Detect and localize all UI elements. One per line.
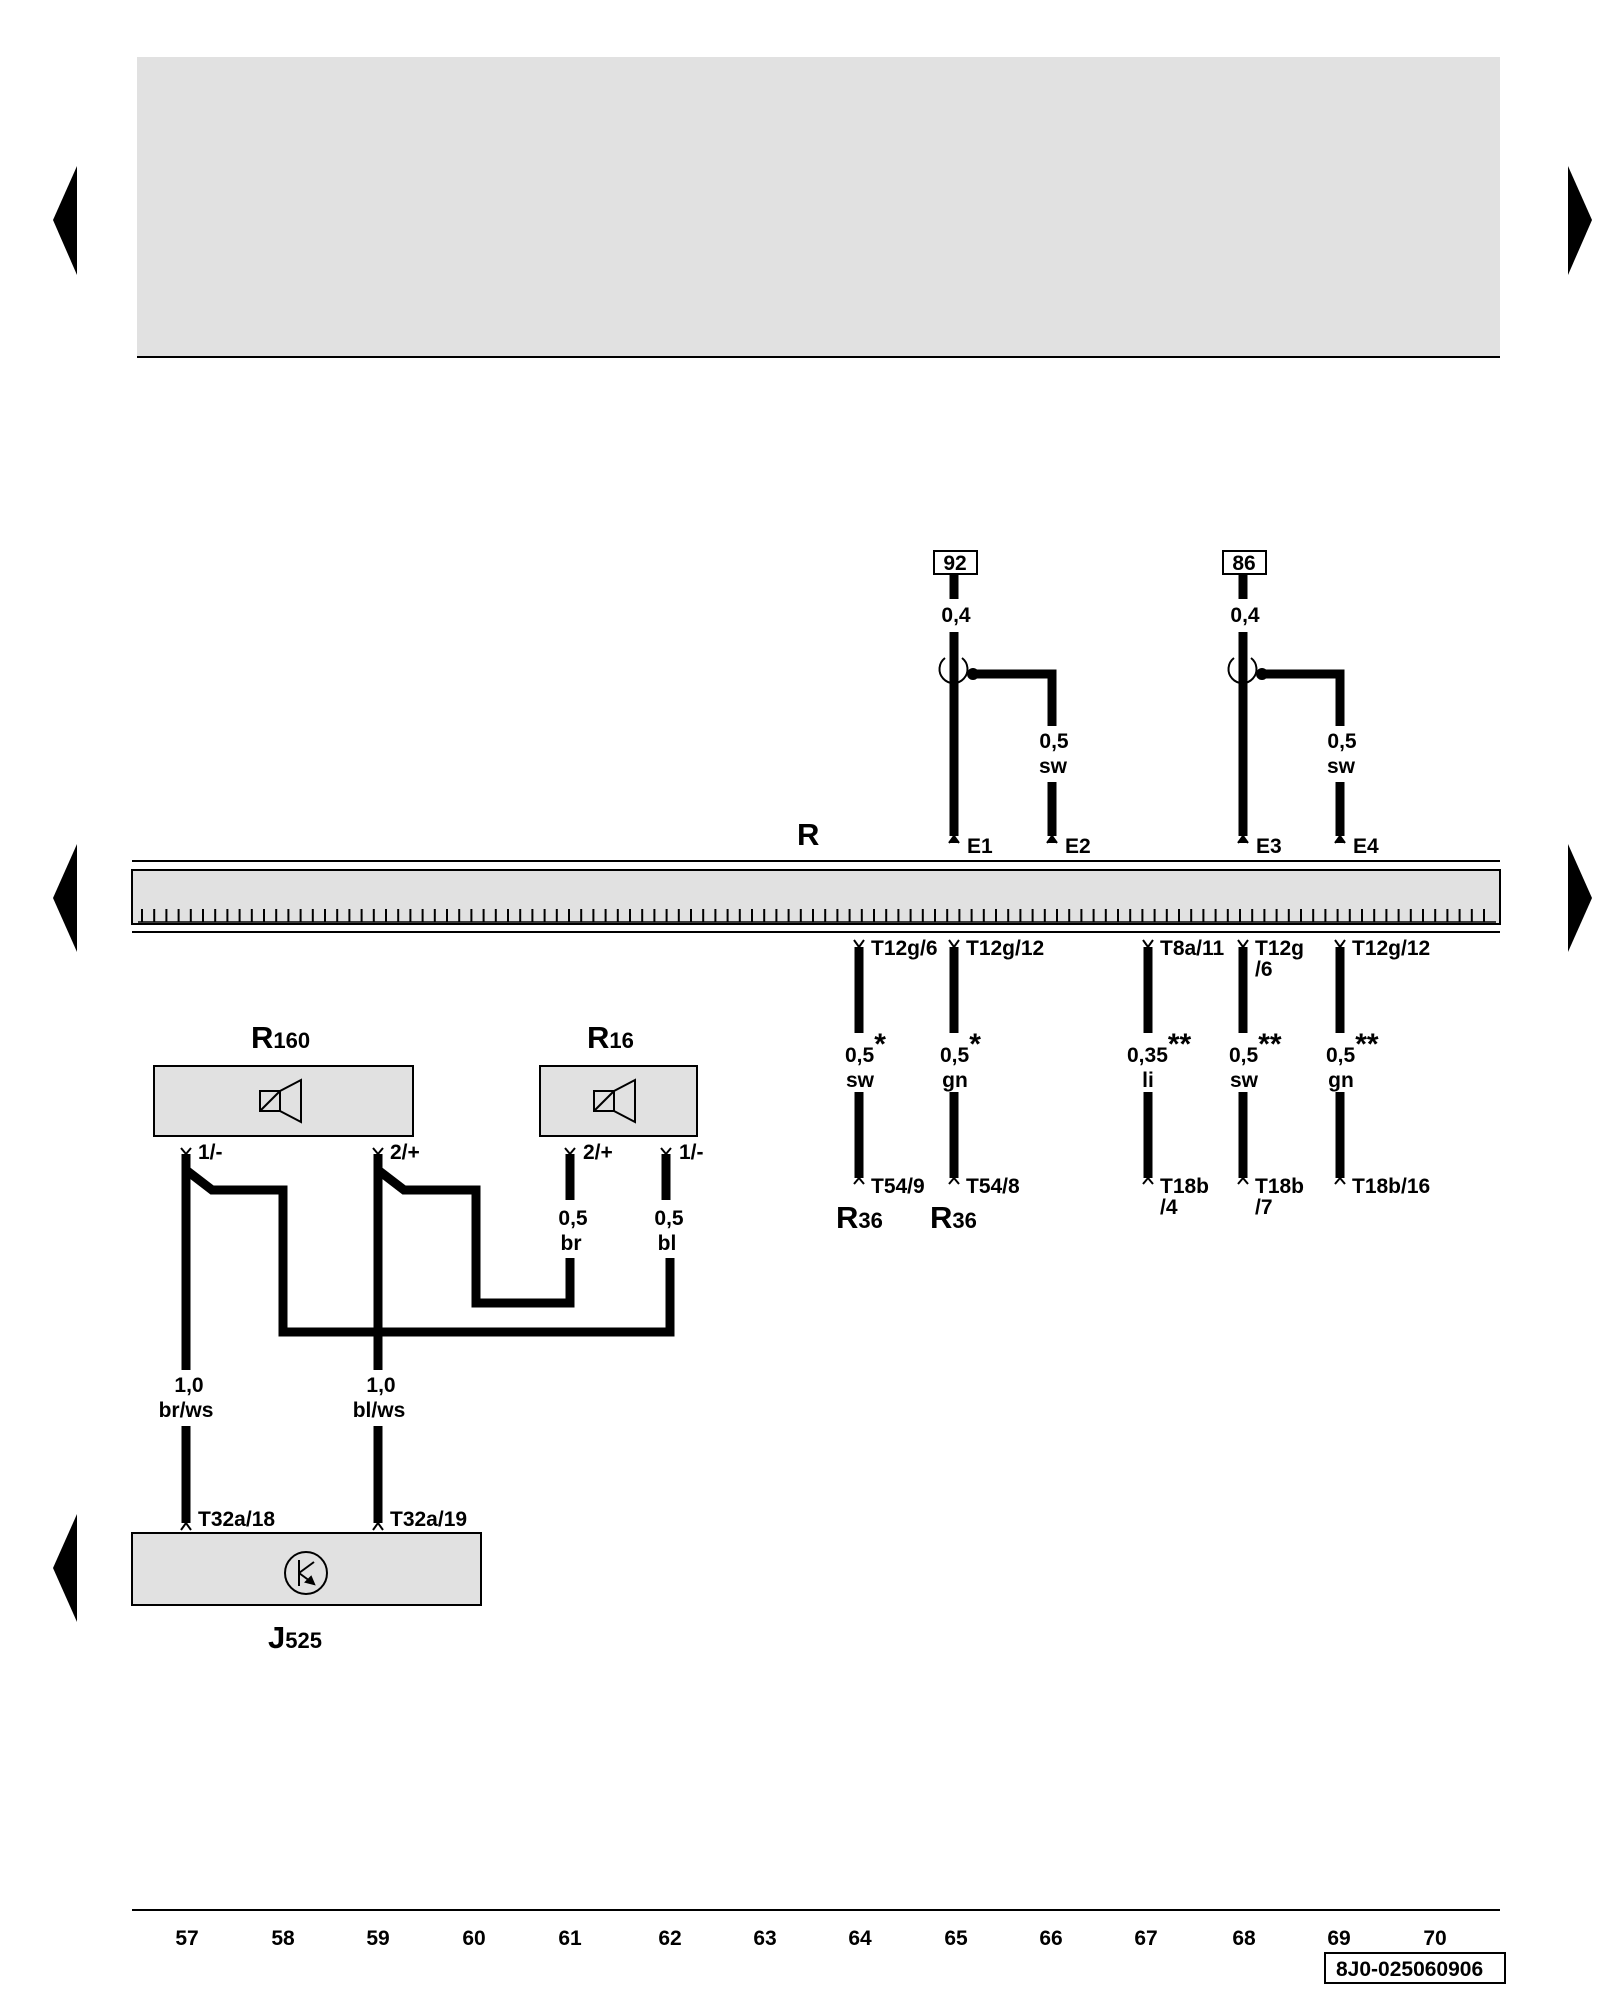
wire-group-86: 86 0,4 0,5 sw — [1222, 550, 1357, 836]
svg-text:57: 57 — [175, 1927, 198, 1950]
doc-code-box — [1324, 1952, 1506, 1984]
nav-arrow-right-top[interactable] — [1568, 166, 1592, 275]
lower-wire-label-4: 0,5** sw — [1229, 1028, 1282, 1092]
lower-wires — [853, 939, 1346, 1185]
shield-symbol-86 — [1227, 657, 1258, 685]
ref-label-86[interactable]: 86 — [1232, 552, 1255, 575]
pin-e3: E3 — [1256, 835, 1282, 858]
pin-e2: E2 — [1065, 835, 1091, 858]
lower-wire-label-3: 0,35** li — [1127, 1028, 1192, 1092]
svg-text:gn: gn — [942, 1069, 968, 1092]
svg-text:gn: gn — [1328, 1069, 1354, 1092]
pin-t32a-18: T32a/18 — [198, 1508, 275, 1531]
speaker-r16-box[interactable] — [539, 1065, 698, 1137]
end-t54-8: T54/8 — [966, 1175, 1020, 1198]
svg-text:0,5**: 0,5** — [1229, 1028, 1282, 1067]
svg-text:0,5**: 0,5** — [1326, 1028, 1379, 1067]
svg-text:62: 62 — [658, 1927, 681, 1950]
wire-size-br: 0,5 — [558, 1207, 588, 1230]
svg-text:sw: sw — [846, 1069, 875, 1092]
pin-t12g-6: T12g/6 — [871, 937, 938, 960]
component-r16-label[interactable]: R16 — [587, 1020, 634, 1055]
ref-box-86[interactable] — [1222, 550, 1267, 575]
shield-symbol-92 — [938, 657, 969, 685]
speaker-wiring — [180, 1147, 675, 1531]
wire-size-86: 0,4 — [1230, 604, 1260, 627]
lower-wire-label-2: 0,5* gn — [940, 1028, 981, 1092]
svg-text:60: 60 — [462, 1927, 485, 1950]
svg-text:sw: sw — [1327, 755, 1356, 778]
nav-arrow-left-middle[interactable] — [53, 844, 77, 952]
lower-wire-label-1: 0,5* sw — [845, 1028, 886, 1092]
wire-size-92: 0,4 — [941, 604, 971, 627]
svg-text:0,5*: 0,5* — [940, 1028, 981, 1067]
wire-color-brws: br/ws — [159, 1399, 214, 1422]
svg-text:65: 65 — [944, 1927, 968, 1950]
end-t54-9: T54/9 — [871, 1175, 925, 1198]
ref-box-92[interactable] — [933, 550, 978, 575]
wire-size-blws: 1,0 — [366, 1374, 395, 1397]
end-t18b-16: T18b/16 — [1352, 1175, 1430, 1198]
pin-t12g-12-a: T12g/12 — [966, 937, 1044, 960]
svg-text:63: 63 — [753, 1927, 776, 1950]
grid-numbers: 57 58 59 60 61 62 63 64 65 66 67 68 69 7… — [175, 1927, 1446, 1950]
svg-text:67: 67 — [1134, 1927, 1157, 1950]
bus-top-pins — [948, 834, 1346, 844]
wire-group-92: 92 0,4 0,5 sw — [933, 550, 1069, 836]
svg-text:0,5*: 0,5* — [845, 1028, 886, 1067]
svg-text:58: 58 — [271, 1927, 295, 1950]
nav-arrow-right-middle[interactable] — [1568, 844, 1592, 952]
pin-r16-minus: 1/- — [679, 1141, 704, 1164]
nav-arrow-left-bottom[interactable] — [53, 1514, 77, 1622]
amplifier-icon — [284, 1551, 328, 1595]
pin-t12g-6-b-line1: T12g — [1255, 937, 1304, 960]
svg-text:68: 68 — [1232, 1927, 1256, 1950]
pin-t12g-12-b: T12g/12 — [1352, 937, 1430, 960]
svg-text:64: 64 — [848, 1927, 872, 1950]
wire-size-bl: 0,5 — [654, 1207, 684, 1230]
pin-r160-minus: 1/- — [198, 1141, 223, 1164]
svg-text:69: 69 — [1327, 1927, 1350, 1950]
component-j525-label[interactable]: J525 — [268, 1620, 322, 1655]
svg-text:66: 66 — [1039, 1927, 1062, 1950]
pin-t8a-11: T8a/11 — [1160, 937, 1225, 960]
component-r36-a[interactable]: R36 — [836, 1200, 883, 1235]
speaker-r160-box[interactable] — [153, 1065, 414, 1137]
nav-arrow-left-top[interactable] — [53, 166, 77, 275]
pin-r16-plus: 2/+ — [583, 1141, 613, 1164]
svg-text:li: li — [1142, 1069, 1154, 1092]
svg-text:0,35**: 0,35** — [1127, 1028, 1192, 1067]
doc-code: 8J0-025060906 — [1336, 1958, 1483, 1981]
pin-r160-plus: 2/+ — [390, 1141, 420, 1164]
bus-label-r: R — [797, 817, 819, 852]
wire-color-br: br — [561, 1232, 582, 1255]
pin-e1: E1 — [967, 835, 993, 858]
component-r160-label[interactable]: R160 — [251, 1020, 310, 1055]
header-panel — [137, 57, 1500, 357]
svg-text:61: 61 — [558, 1927, 582, 1950]
end-t18b-4-line2: /4 — [1160, 1196, 1178, 1219]
speaker-icon — [593, 1078, 636, 1124]
pin-t32a-19: T32a/19 — [390, 1508, 467, 1531]
lower-wire-label-5: 0,5** gn — [1326, 1028, 1379, 1092]
speaker-icon — [259, 1078, 302, 1124]
svg-text:sw: sw — [1039, 755, 1068, 778]
pin-t12g-6-b-line2: /6 — [1255, 958, 1273, 981]
ref-label-92[interactable]: 92 — [943, 552, 966, 575]
svg-text:70: 70 — [1423, 1927, 1446, 1950]
end-t18b-4-line1: T18b — [1160, 1175, 1209, 1198]
end-t18b-7-line2: /7 — [1255, 1196, 1273, 1219]
wire-color-bl: bl — [658, 1232, 677, 1255]
wire-color-blws: bl/ws — [353, 1399, 406, 1422]
component-r36-b[interactable]: R36 — [930, 1200, 977, 1235]
svg-text:0,5: 0,5 — [1039, 730, 1069, 753]
pin-e4: E4 — [1353, 835, 1379, 858]
end-t18b-7-line1: T18b — [1255, 1175, 1304, 1198]
svg-text:0,5: 0,5 — [1327, 730, 1357, 753]
svg-text:59: 59 — [366, 1927, 389, 1950]
bus-bar-r — [131, 860, 1501, 933]
wire-size-brws: 1,0 — [174, 1374, 203, 1397]
svg-text:sw: sw — [1230, 1069, 1259, 1092]
